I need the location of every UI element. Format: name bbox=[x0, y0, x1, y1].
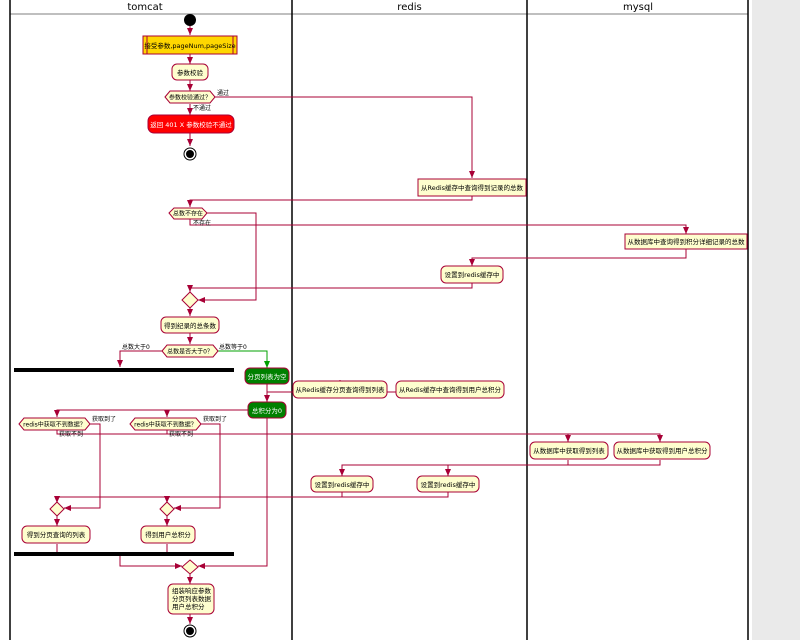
edge-label-missing-1: 获取不到 bbox=[59, 430, 83, 438]
decision-redis-points-missing: redis中获取不到数据？ bbox=[129, 417, 202, 431]
action-assemble-response: 组装响应参数 分页列表数据 用户总积分 bbox=[167, 583, 215, 615]
svg-text:从数据库中获取得到列表: 从数据库中获取得到列表 bbox=[533, 446, 605, 455]
svg-text:得到分页查询的列表: 得到分页查询的列表 bbox=[27, 530, 86, 539]
svg-text:分页列表数据: 分页列表数据 bbox=[172, 594, 212, 603]
svg-text:总数是否大于0？: 总数是否大于0？ bbox=[167, 348, 213, 356]
svg-text:总数不存在: 总数不存在 bbox=[173, 210, 203, 218]
action-receive-params: 接受参数,pageNum,pageSize bbox=[142, 35, 238, 55]
svg-text:分页列表为空: 分页列表为空 bbox=[248, 372, 288, 381]
action-redis-page-list: 从Redis缓存分页查询得到列表 bbox=[292, 380, 388, 399]
svg-text:从数据库中查询得到积分详细记录的总数: 从数据库中查询得到积分详细记录的总数 bbox=[628, 237, 746, 246]
svg-text:接受参数,pageNum,pageSize: 接受参数,pageNum,pageSize bbox=[144, 41, 235, 50]
svg-text:从Redis缓存中查询得到用户总积分: 从Redis缓存中查询得到用户总积分 bbox=[399, 385, 502, 394]
lane-title-tomcat: tomcat bbox=[127, 2, 163, 13]
edge-label-fail: 不通过 bbox=[193, 104, 211, 112]
edge-label-missing-2: 获取不到 bbox=[169, 430, 193, 438]
edge-label-not-exist: 不存在 bbox=[193, 219, 211, 227]
action-db-user-points: 从数据库中获取得到用户总积分 bbox=[613, 441, 711, 460]
action-got-page-list: 得到分页查询的列表 bbox=[21, 525, 91, 544]
merge-diamond-count bbox=[181, 291, 199, 309]
svg-text:组装响应参数: 组装响应参数 bbox=[172, 586, 212, 595]
diagram-svg: 接受参数,pageNum,pageSize 参数校验 参数校验通过？ 通过 不通… bbox=[9, 0, 749, 640]
end-node-final bbox=[183, 624, 197, 638]
action-get-total: 得到纪录的总条数 bbox=[160, 316, 220, 334]
svg-text:参数校验: 参数校验 bbox=[177, 68, 204, 77]
merge-diamond-list bbox=[49, 501, 65, 517]
svg-text:用户总积分: 用户总积分 bbox=[172, 602, 205, 611]
merge-diamond-points bbox=[159, 501, 175, 517]
edge-label-got-2: 获取到了 bbox=[203, 415, 227, 423]
action-redis-user-points: 从Redis缓存中查询得到用户总积分 bbox=[395, 380, 505, 399]
svg-text:从数据库中获取得到用户总积分: 从数据库中获取得到用户总积分 bbox=[617, 446, 709, 455]
action-mysql-count: 从数据库中查询得到积分详细记录的总数 bbox=[624, 233, 748, 250]
window-edge bbox=[752, 0, 800, 640]
merge-diamond-final bbox=[181, 559, 199, 575]
action-got-user-points: 得到用户总积分 bbox=[140, 525, 196, 544]
edge-label-gt-zero: 总数大于0 bbox=[122, 343, 150, 351]
svg-text:redis中获取不到数据？: redis中获取不到数据？ bbox=[134, 421, 197, 429]
action-db-page-list: 从数据库中获取得到列表 bbox=[529, 441, 609, 460]
svg-text:总积分为0: 总积分为0 bbox=[252, 406, 282, 415]
action-set-redis-points: 设置到redis缓存中 bbox=[416, 475, 480, 493]
edge-label-got-1: 获取到了 bbox=[92, 415, 116, 423]
start-node bbox=[184, 14, 196, 26]
decision-param-pass: 参数校验通过？ bbox=[164, 90, 216, 104]
edge-label-pass: 通过 bbox=[217, 89, 229, 97]
svg-text:得到纪录的总条数: 得到纪录的总条数 bbox=[164, 321, 217, 330]
decision-total-gt-zero: 总数是否大于0？ bbox=[161, 344, 219, 358]
action-set-redis-list: 设置到redis缓存中 bbox=[310, 475, 374, 493]
svg-text:设置到redis缓存中: 设置到redis缓存中 bbox=[445, 270, 500, 279]
lane-title-redis: redis bbox=[397, 2, 422, 13]
action-points-zero: 总积分为0 bbox=[247, 401, 287, 419]
svg-text:返回 401 X 参数校验不通过: 返回 401 X 参数校验不通过 bbox=[150, 120, 232, 129]
edge-label-eq-zero: 总数等于0 bbox=[219, 343, 247, 351]
svg-text:参数校验通过？: 参数校验通过？ bbox=[169, 94, 211, 102]
eq-zero-connector bbox=[215, 350, 270, 368]
decision-redis-list-missing: redis中获取不到数据？ bbox=[18, 417, 91, 431]
svg-text:设置到redis缓存中: 设置到redis缓存中 bbox=[315, 480, 370, 489]
action-redis-count: 从Redis缓存中查询得到记录的总数 bbox=[417, 178, 527, 197]
lane-title-mysql: mysql bbox=[623, 2, 653, 13]
join-bar-bottom bbox=[14, 552, 234, 556]
svg-text:redis中获取不到数据？: redis中获取不到数据？ bbox=[23, 421, 86, 429]
action-set-redis-count: 设置到redis缓存中 bbox=[440, 265, 504, 284]
action-return-error: 返回 401 X 参数校验不通过 bbox=[147, 114, 235, 134]
svg-text:从Redis缓存中查询得到记录的总数: 从Redis缓存中查询得到记录的总数 bbox=[421, 183, 524, 192]
action-param-check: 参数校验 bbox=[171, 63, 209, 81]
end-node-error bbox=[183, 147, 197, 161]
decision-count-missing: 总数不存在 bbox=[168, 207, 208, 220]
svg-text:得到用户总积分: 得到用户总积分 bbox=[145, 530, 191, 539]
fork-bar-top bbox=[14, 368, 234, 372]
action-page-empty: 分页列表为空 bbox=[244, 367, 290, 385]
swimlane-borders bbox=[9, 0, 749, 640]
svg-text:从Redis缓存分页查询得到列表: 从Redis缓存分页查询得到列表 bbox=[295, 385, 385, 394]
svg-text:设置到redis缓存中: 设置到redis缓存中 bbox=[421, 480, 476, 489]
